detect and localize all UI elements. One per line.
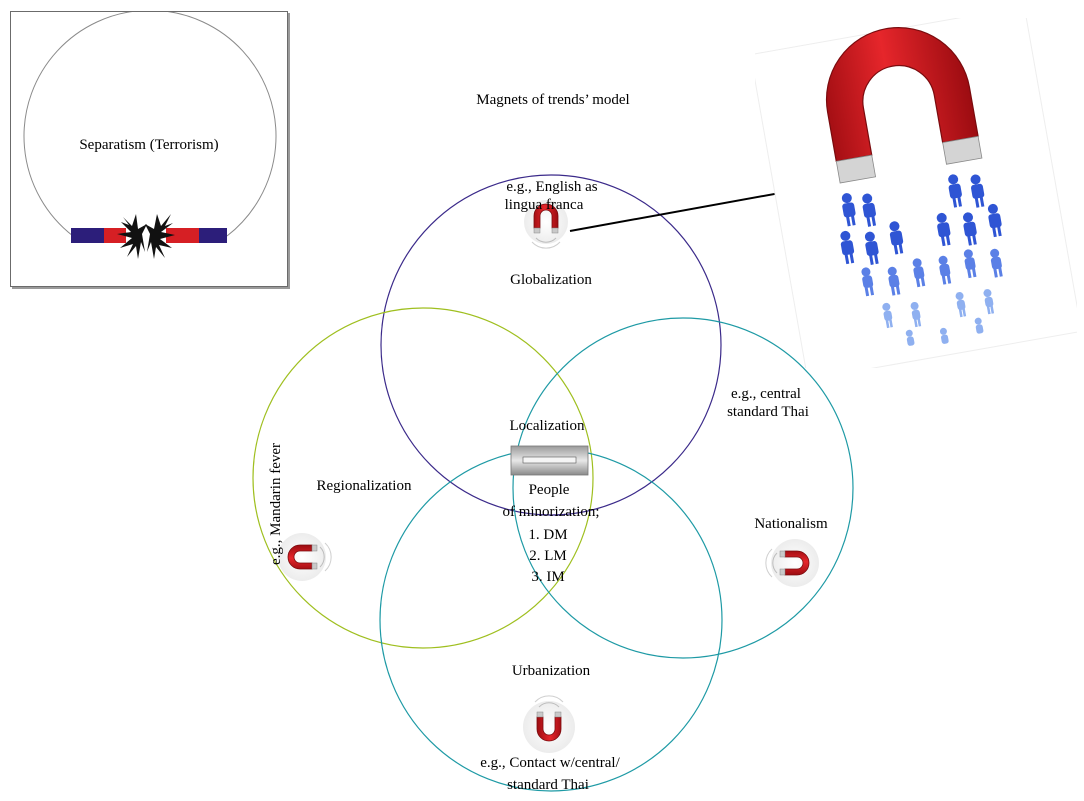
nationalism-label: Nationalism <box>754 516 828 532</box>
horseshoe-magnet-icon <box>524 200 568 249</box>
minorization-item-im: 3. IM <box>531 569 564 585</box>
people-line2: of minorization; <box>502 504 599 520</box>
horseshoe-magnet-icon <box>523 695 575 753</box>
localization-label: Localization <box>510 418 585 434</box>
people-line1: People <box>529 482 570 498</box>
globalization-example-line2: lingua franca <box>505 197 584 213</box>
magnet-people-illustration <box>749 5 1083 381</box>
regionalization-label: Regionalization <box>317 478 412 494</box>
globalization-circle <box>380 174 722 516</box>
minorization-item-dm: 1. DM <box>528 527 567 543</box>
separatism-inset: Separatism (Terrorism) <box>10 9 288 287</box>
people-icon <box>882 289 995 346</box>
globalization-example-line1: e.g., English as <box>506 179 597 195</box>
nationalism-example-line1: e.g., central <box>731 386 801 402</box>
regionalization-example: e.g., Mandarin fever <box>268 443 284 565</box>
people-icon <box>840 174 1002 265</box>
people-icon <box>861 248 1003 297</box>
urbanization-label: Urbanization <box>512 663 591 679</box>
broken-magnet-icon <box>71 214 227 259</box>
horseshoe-magnet-icon <box>765 539 819 587</box>
nationalism-circle <box>512 317 854 659</box>
bar-magnet-icon <box>510 445 589 476</box>
separatism-inset-figure: Separatism (Terrorism) <box>23 9 277 259</box>
large-horseshoe-magnet-icon <box>825 27 983 184</box>
separatism-label: Separatism (Terrorism) <box>79 137 218 153</box>
globalization-label: Globalization <box>510 272 592 288</box>
regionalization-circle <box>252 307 594 649</box>
horseshoe-magnet-icon <box>278 533 332 581</box>
urbanization-example-line2: standard Thai <box>507 777 589 793</box>
minorization-item-lm: 2. LM <box>529 548 567 564</box>
urbanization-example-line1: e.g., Contact w/central/ <box>480 755 620 771</box>
nationalism-example-line2: standard Thai <box>727 404 809 420</box>
diagram-title: Magnets of trends’ model <box>476 92 629 108</box>
magnet-attracting-people-photo <box>749 5 1083 381</box>
